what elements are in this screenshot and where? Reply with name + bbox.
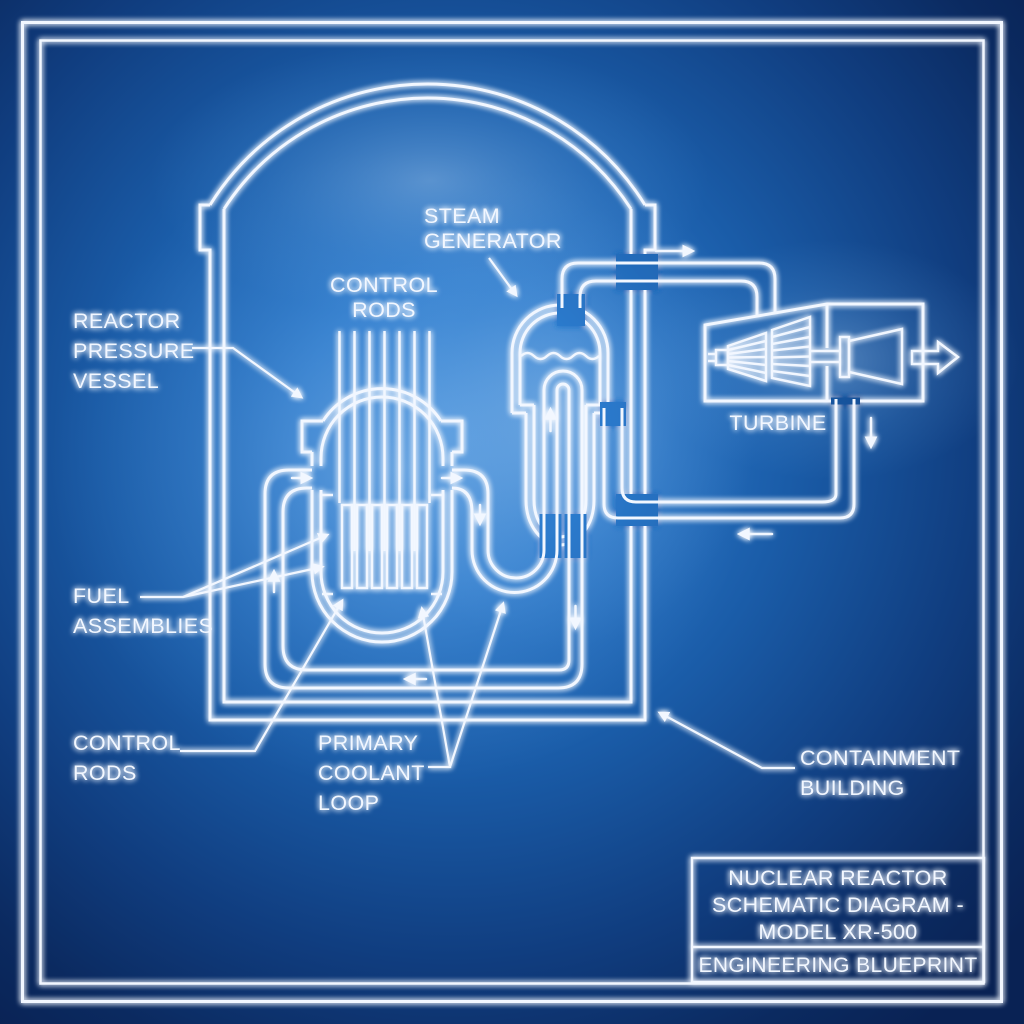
containment-wall-outer — [198, 203, 657, 722]
label-fuel-assemblies: ASSEMBLIES — [73, 614, 213, 638]
leader-lines — [140, 257, 795, 770]
label-primary-coolant-loop: PRIMARY — [318, 731, 418, 755]
title-block-subtitle: ENGINEERING BLUEPRINT — [698, 954, 977, 977]
feedwater-line-piping — [602, 399, 856, 520]
primary-coolant-loop-piping — [263, 369, 584, 690]
title-block-line: MODEL XR-500 — [758, 920, 917, 944]
label-control-rods-bottom: RODS — [73, 761, 137, 785]
vessel-flange-notches — [300, 419, 464, 454]
glow-patch-dome — [150, 40, 710, 320]
outer-border — [21, 21, 1003, 1003]
leader-steam-generator — [488, 257, 518, 298]
leader-containment-building — [657, 711, 795, 770]
line-knockouts — [539, 254, 860, 558]
core-support-ticks — [322, 493, 442, 596]
title-block-border — [690, 856, 986, 984]
steam-line-inner — [578, 279, 759, 316]
leader-reactor-pressure-vessel — [192, 346, 304, 399]
fuel-assembly — [415, 503, 429, 590]
containment-dome-inner — [222, 96, 633, 210]
sg-shell-walls — [524, 405, 596, 500]
glow-patch-turbine — [640, 240, 1020, 480]
containment-wall-inner — [222, 209, 633, 704]
containment-building-outline — [198, 82, 657, 722]
fuel-assembly — [370, 503, 384, 590]
steam-line-piping — [560, 261, 777, 316]
label-control-rods-top: CONTROL — [330, 273, 438, 297]
steam-line-outer — [560, 261, 777, 313]
title-block-line: SCHEMATIC DIAGRAM - — [712, 893, 964, 917]
turbine-shaft-stub — [708, 352, 716, 363]
fuel-assembly — [340, 503, 354, 590]
turbine-rotor-lp-hatch — [771, 325, 811, 378]
label-turbine: TURBINE — [729, 411, 826, 435]
turbine-rotor-lp — [770, 315, 812, 388]
label-fuel-assemblies: FUEL — [73, 584, 130, 608]
flow-arrows — [267, 244, 878, 686]
sg-drum-walls — [510, 353, 610, 413]
vessel-side-walls-inner — [319, 458, 445, 572]
control-rods — [338, 331, 431, 551]
feedwater-line-inner — [620, 399, 838, 504]
generator-cone — [847, 327, 904, 386]
primary-loop-line-a — [263, 369, 584, 690]
reactor-internals — [322, 331, 442, 596]
label-containment-building: BUILDING — [800, 776, 905, 800]
containment-dome-outer — [208, 82, 647, 206]
fuel-assemblies — [340, 503, 429, 590]
vessel-bottom-inner — [319, 571, 445, 635]
power-output-arrow-icon — [910, 339, 961, 376]
turbine-shaft — [810, 349, 840, 364]
label-control-rods-top: RODS — [352, 298, 416, 322]
leader-control-rods-bottom — [180, 598, 344, 753]
label-steam-generator: STEAM — [424, 204, 500, 228]
reactor-pressure-vessel-outline — [300, 387, 464, 644]
fuel-assembly — [385, 503, 399, 590]
turbine-housing-outline — [703, 302, 925, 403]
leader-fuel-assemblies-2 — [182, 563, 325, 599]
turbine-rotor-hp-hatch — [727, 339, 767, 375]
diagram-labels: STEAM GENERATOR CONTROL RODS REACTOR PRE… — [73, 204, 977, 977]
label-reactor-pressure-vessel: VESSEL — [73, 369, 159, 393]
vessel-bottom-outer — [310, 571, 454, 644]
turbine-bearing-left — [714, 348, 730, 367]
label-control-rods-bottom: CONTROL — [73, 731, 181, 755]
primary-loop-line-b — [281, 382, 571, 672]
border-frame — [21, 21, 1003, 1003]
label-steam-generator: GENERATOR — [424, 229, 562, 253]
turbine-generator-set — [708, 315, 961, 388]
title-block — [690, 856, 986, 984]
label-containment-building: CONTAINMENT — [800, 746, 960, 770]
label-primary-coolant-loop: COOLANT — [318, 761, 425, 785]
title-block-line: NUCLEAR REACTOR — [728, 866, 947, 890]
inner-border — [39, 39, 985, 985]
label-primary-coolant-loop: LOOP — [318, 791, 379, 815]
leader-primary-coolant-loop-2 — [448, 601, 506, 768]
water-level-wave — [520, 351, 600, 361]
label-reactor-pressure-vessel: REACTOR — [73, 309, 181, 333]
feedwater-line-outer — [602, 399, 856, 520]
fuel-assembly — [355, 503, 369, 590]
turbine-housing — [703, 302, 925, 403]
vessel-side-walls-outer — [310, 452, 454, 572]
fuel-assembly — [400, 503, 414, 590]
vessel-dome-inner — [319, 395, 445, 459]
label-reactor-pressure-vessel: PRESSURE — [73, 339, 194, 363]
